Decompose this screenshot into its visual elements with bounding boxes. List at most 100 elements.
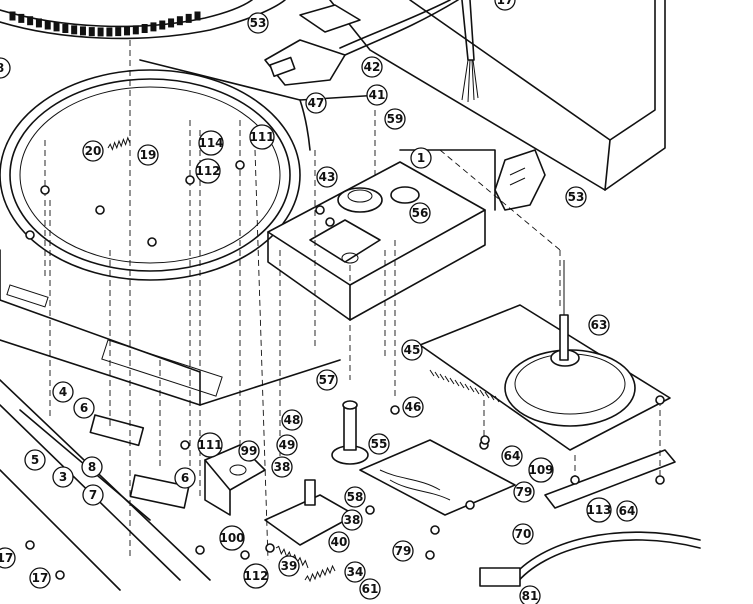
callout-99: 99 [238,440,260,462]
callout-circle [0,57,11,79]
callout-circle [81,456,103,478]
callout-58: 58 [344,486,366,508]
bracket-right [494,149,546,211]
callout-3: 3 [52,466,74,488]
callout-circle [219,525,245,551]
screw [55,570,65,580]
callout-circle [247,12,269,34]
callout-label: 7 [89,488,97,502]
screw [570,475,580,485]
screw [430,525,440,535]
callout-circle [392,540,414,562]
screw [425,550,435,560]
callout-circle [359,578,381,600]
callout-17: 17 [494,0,516,11]
callout-label: 56 [412,206,429,220]
screw [180,440,190,450]
callout-label: 41 [369,88,386,102]
tonearm-cable [339,0,479,103]
callout-label: 1 [417,151,425,165]
callout-40: 40 [328,531,350,553]
callout-48: 48 [281,409,303,431]
callout-41: 41 [366,84,388,106]
callout-20: 20 [82,140,104,162]
callout-label: 34 [347,565,364,579]
callout-8: 8 [81,456,103,478]
bracket-113 [544,449,676,509]
callout-34: 34 [344,561,366,583]
screw [325,217,335,227]
callout-label: 40 [331,535,348,549]
callout-circle [328,531,350,553]
screw [465,500,475,510]
headshell [264,4,361,86]
platter-tooth [168,18,175,28]
chassis-ring [0,69,301,281]
circuit-board [359,439,516,516]
motor-plate [419,260,671,451]
callout-circle [528,457,554,483]
platter-tooth [185,13,192,23]
motor-block [267,149,496,321]
pin [474,387,480,395]
callout-circle [137,144,159,166]
callout-label: 39 [281,559,298,573]
screw [240,550,250,560]
callout-64: 64 [501,445,523,467]
callout-label: 111 [197,438,222,452]
callout-label: 70 [515,527,532,541]
callout-label: 6 [181,471,189,485]
platter-tooth [27,16,34,26]
callout-label: 45 [404,343,421,357]
callout-label: 38 [274,460,291,474]
callout-8: 8 [0,57,11,79]
callout-circle [278,555,300,577]
pin [494,395,500,403]
callout-112: 112 [195,158,221,184]
pin [449,377,455,385]
callout-label: 57 [319,373,336,387]
callout-circle [195,158,221,184]
screw [265,543,275,553]
callout-label: 81 [522,589,539,603]
callout-49: 49 [276,434,298,456]
callout-circle [0,547,16,569]
callout-111: 111 [197,432,223,458]
callout-label: 53 [250,16,267,30]
callout-label: 8 [0,61,4,75]
callout-label: 113 [586,503,611,517]
pin [439,373,445,381]
callout-circle [281,409,303,431]
callout-circle [316,166,338,188]
callout-circle [586,497,612,523]
platter-tooth [115,27,122,37]
screw [95,205,105,215]
platter-tooth [35,18,42,28]
callout-label: 64 [504,449,521,463]
platter-tooth [106,27,113,37]
pin [434,371,440,379]
spindle-gear [331,400,369,465]
platter-tooth [124,26,131,36]
platter [0,0,286,40]
callout-38: 38 [341,509,363,531]
pin [459,381,465,389]
callout-45: 45 [401,339,423,361]
callout-circle [341,509,363,531]
screw [195,545,205,555]
callout-circle [501,445,523,467]
callout-circle [174,467,196,489]
callout-circle [361,56,383,78]
callout-114: 114 [198,130,224,156]
callout-circle [52,381,74,403]
platter-tooth [62,24,69,34]
screw [40,185,50,195]
callout-47: 47 [305,92,327,114]
callout-4: 4 [52,381,74,403]
callout-label: 63 [591,318,608,332]
callout-112: 112 [243,563,269,589]
callout-circle [249,124,275,150]
assembly-lines [44,40,661,561]
